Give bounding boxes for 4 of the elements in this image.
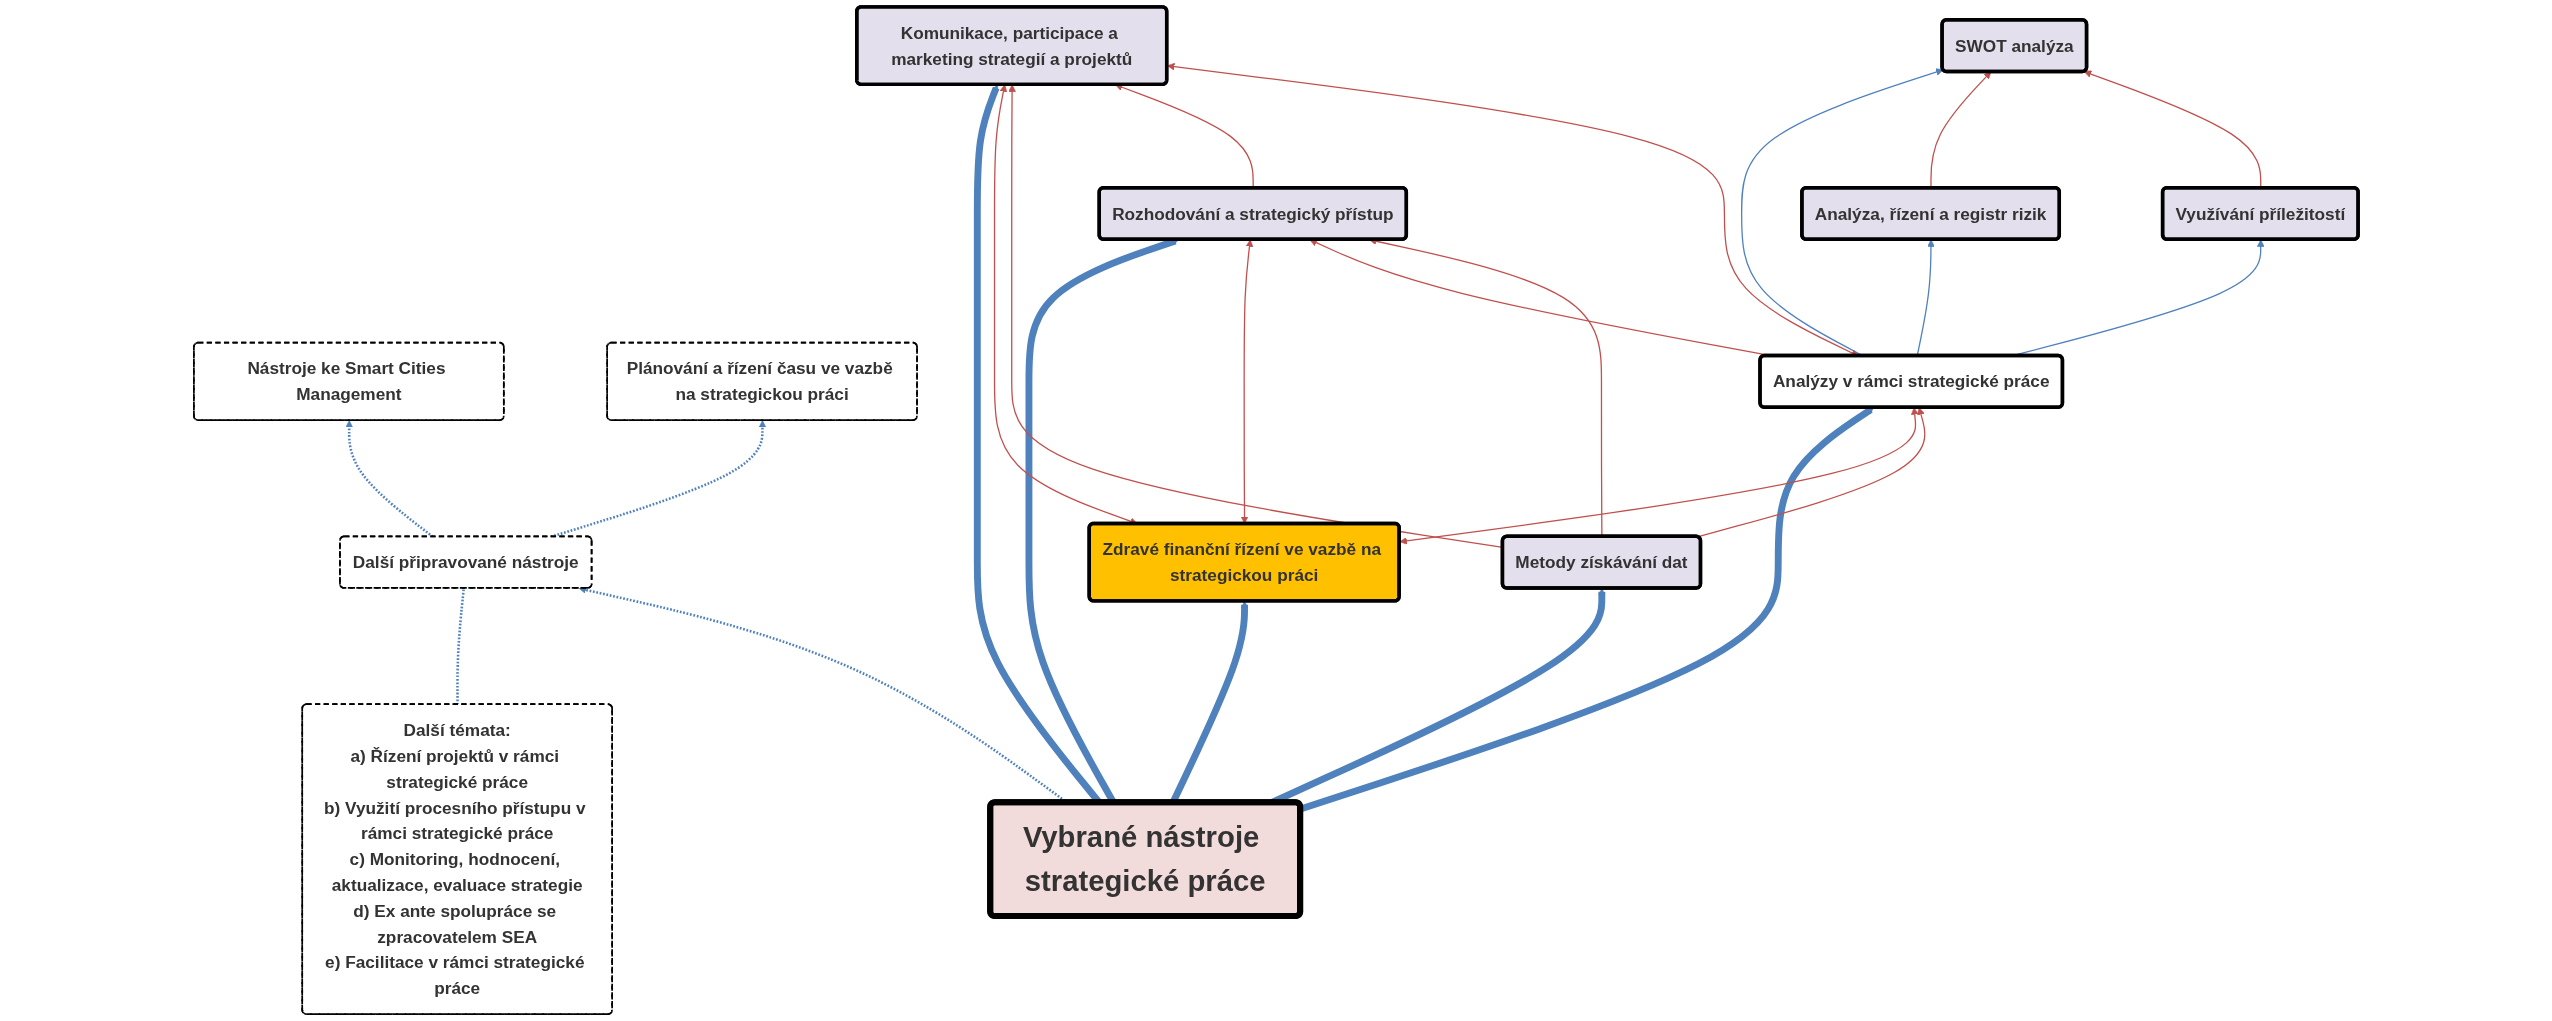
arrow: [345, 420, 434, 538]
arrow: [1240, 239, 1254, 524]
arrow: [1167, 62, 1859, 357]
connector: [456, 588, 466, 705]
